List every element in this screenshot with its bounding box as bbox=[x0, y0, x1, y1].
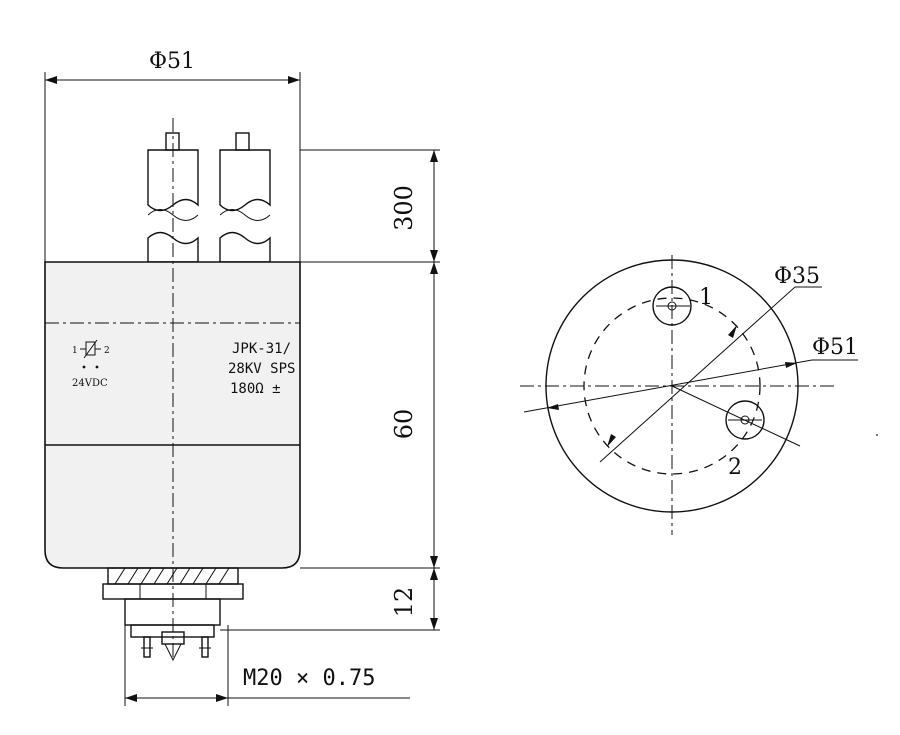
speck bbox=[876, 434, 878, 436]
coil-lead-right bbox=[199, 636, 211, 658]
relay-body bbox=[44, 261, 301, 569]
arrow-up-icon bbox=[430, 568, 438, 580]
arrow-icon bbox=[547, 404, 559, 410]
small-diameter-leader bbox=[599, 286, 796, 463]
arrow-icon bbox=[785, 362, 797, 368]
large-diameter-label: Φ51 bbox=[812, 335, 858, 360]
resistance-label: 180Ω ± bbox=[230, 381, 281, 397]
arrow-up-icon bbox=[430, 262, 438, 274]
width-dimension-label: Φ51 bbox=[149, 49, 195, 74]
front-view: Φ51 1 2 24VDC bbox=[44, 49, 440, 706]
top-terminal-right bbox=[219, 132, 271, 263]
coil-voltage-label: 24VDC bbox=[72, 378, 108, 389]
arrow-down-icon bbox=[430, 618, 438, 630]
coil-lead-left bbox=[141, 636, 153, 658]
threaded-base bbox=[102, 567, 244, 662]
arrow-right-icon bbox=[216, 694, 228, 702]
coil-pin-2-label: 2 bbox=[104, 346, 110, 356]
arrow-left-icon bbox=[45, 76, 57, 84]
rating-label: 28KV SPS bbox=[228, 361, 295, 377]
terminal-1 bbox=[652, 286, 692, 326]
large-diameter-leader bbox=[523, 359, 813, 413]
base-height-dimension-label: 12 bbox=[390, 587, 418, 618]
arrow-left-icon bbox=[125, 694, 137, 702]
small-diameter-label: Φ35 bbox=[774, 264, 820, 289]
terminal-1-label: 1 bbox=[699, 285, 713, 310]
coil-pin-1-label: 1 bbox=[72, 346, 78, 356]
end-view: 1 2 Φ35 Φ51 bbox=[520, 255, 878, 535]
arrow-right-icon bbox=[288, 76, 300, 84]
arrow-icon bbox=[728, 325, 737, 338]
arrow-up-icon bbox=[430, 150, 438, 162]
thread-spec-label: M20 × 0.75 bbox=[243, 666, 375, 691]
top-height-dimension-label: 300 bbox=[390, 185, 418, 231]
coil-symbol-icon bbox=[80, 339, 101, 369]
body-height-dimension-label: 60 bbox=[390, 409, 418, 440]
arrow-down-icon bbox=[430, 250, 438, 262]
arrow-down-icon bbox=[430, 556, 438, 568]
terminal-2-label: 2 bbox=[728, 455, 742, 480]
model-label: JPK-31/ bbox=[232, 341, 291, 357]
terminal-2-leader bbox=[671, 385, 801, 447]
arrow-icon bbox=[607, 434, 616, 447]
